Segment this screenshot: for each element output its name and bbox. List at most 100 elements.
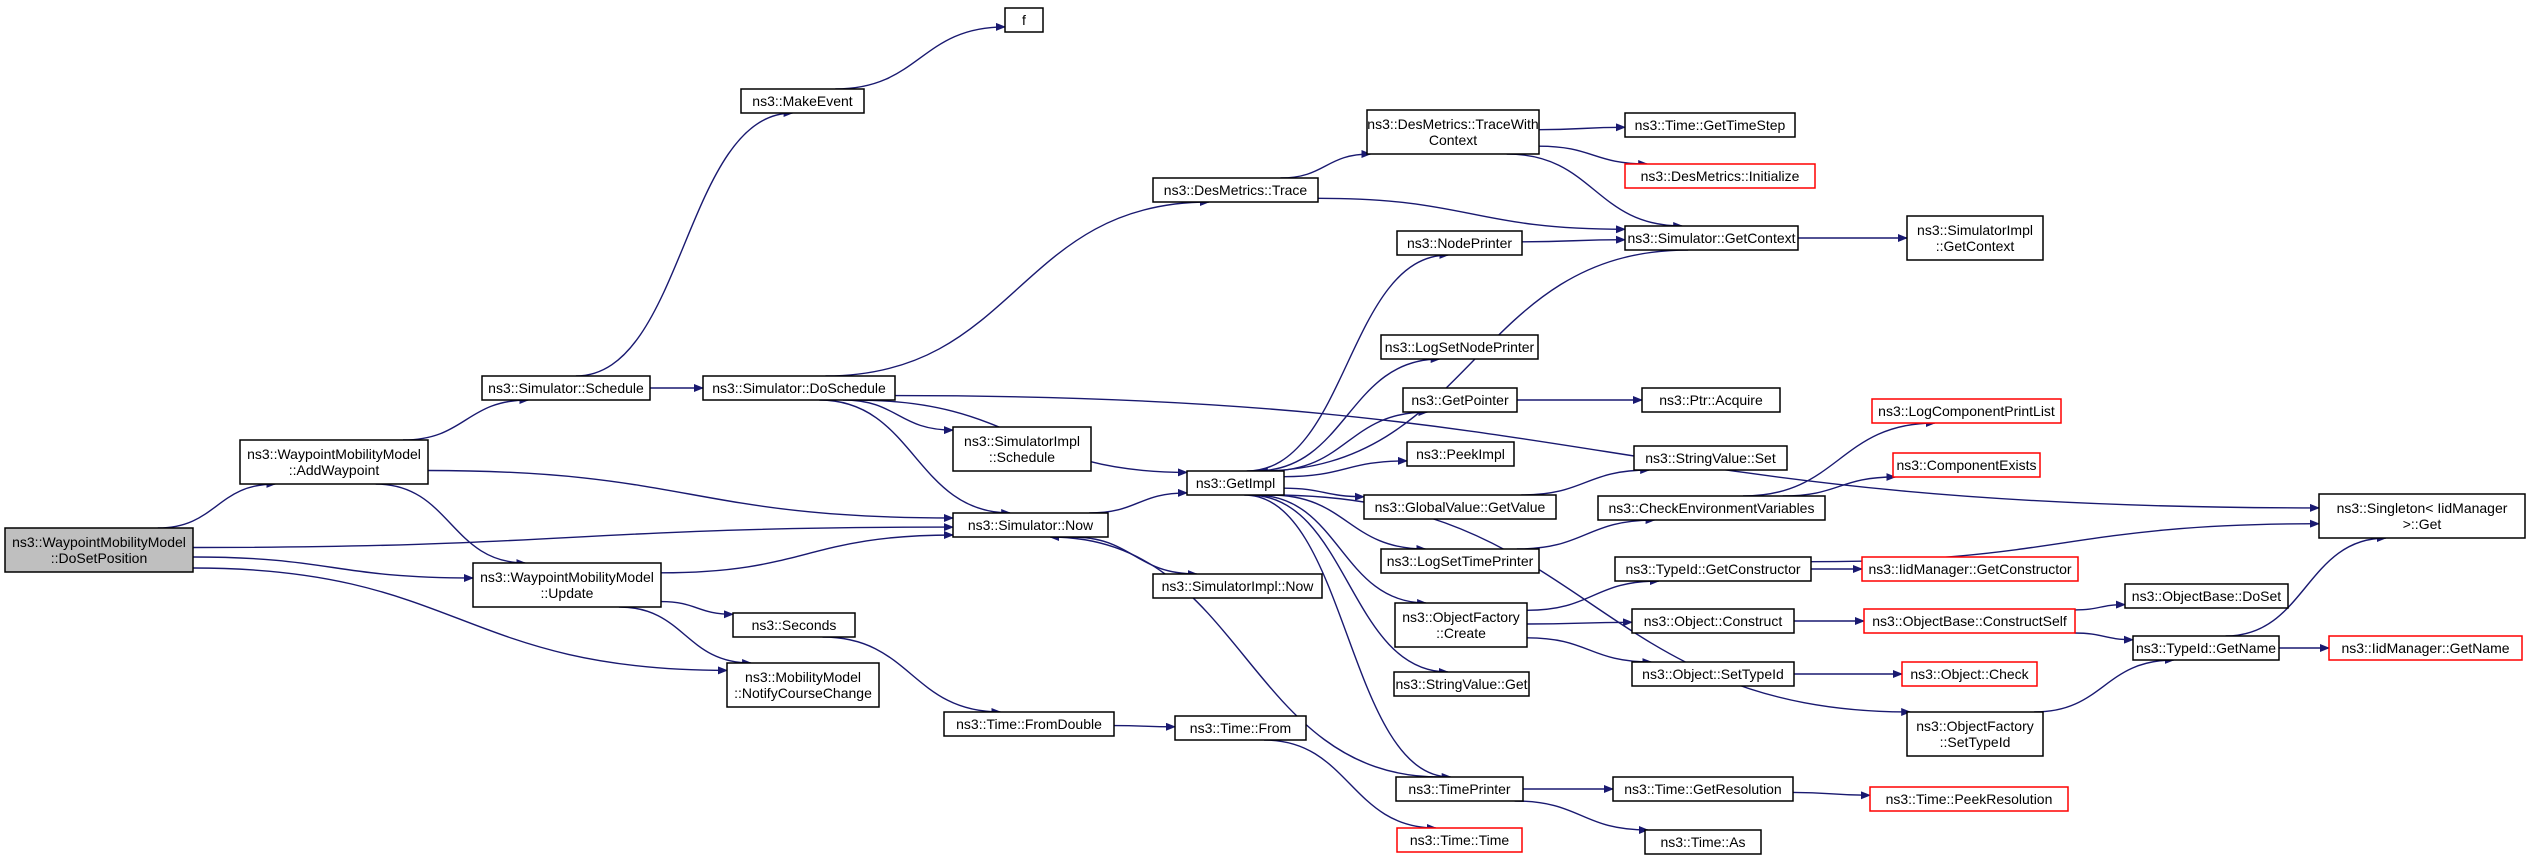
node-des-trace[interactable]: ns3::DesMetrics::Trace (1152, 177, 1319, 203)
node-label: ns3::Time::FromDouble (956, 716, 1102, 732)
node-box (1631, 661, 1795, 687)
edge-trace-with-context-to-get-context (1506, 153, 1684, 230)
node-get-time-step[interactable]: ns3::Time::GetTimeStep (1624, 112, 1796, 138)
node-of-set-type-id[interactable]: ns3::ObjectFactory::SetTypeId (1906, 711, 2044, 757)
node-node-printer[interactable]: ns3::NodePrinter (1396, 230, 1523, 256)
node-box (1644, 829, 1762, 855)
node-log-set-time-printer[interactable]: ns3::LogSetTimePrinter (1380, 548, 1540, 574)
edge-update-to-notify-course (618, 606, 753, 667)
node-box (1892, 452, 2041, 478)
node-obj-check[interactable]: ns3::Object::Check (1901, 661, 2038, 687)
edge-get-impl-to-get-pointer (1267, 408, 1429, 472)
node-log-set-node-printer[interactable]: ns3::LogSetNodePrinter (1380, 334, 1539, 360)
node-comp-exists[interactable]: ns3::ComponentExists (1892, 452, 2041, 478)
node-box (732, 612, 856, 638)
node-from-double[interactable]: ns3::Time::FromDouble (943, 711, 1115, 737)
node-update[interactable]: ns3::WaypointMobilityModel::Update (472, 562, 662, 608)
edge-root-to-update (192, 556, 474, 582)
node-seconds[interactable]: ns3::Seconds (732, 612, 856, 638)
node-box (1152, 177, 1319, 203)
node-do-schedule[interactable]: ns3::Simulator::DoSchedule (702, 375, 896, 401)
node-make-event[interactable]: ns3::MakeEvent (740, 88, 865, 114)
node-get-context[interactable]: ns3::Simulator::GetContext (1624, 225, 1799, 251)
node-label: ns3::Time::GetTimeStep (1635, 117, 1786, 133)
edge-layer (157, 22, 2387, 834)
node-label: ns3::WaypointMobilityModel (480, 569, 654, 585)
node-label: ns3::Time::Time (1410, 832, 1510, 848)
node-label: ns3::GlobalValue::GetValue (1375, 499, 1546, 515)
node-box (1614, 556, 1812, 582)
node-sv-get[interactable]: ns3::StringValue::Get (1393, 671, 1530, 697)
node-of-create[interactable]: ns3::ObjectFactory::Create (1394, 602, 1528, 648)
node-impl-schedule[interactable]: ns3::SimulatorImpl::Schedule (952, 426, 1092, 472)
node-add-waypoint[interactable]: ns3::WaypointMobilityModel::AddWaypoint (239, 439, 429, 485)
node-label: f (1022, 12, 1026, 28)
node-peek-impl[interactable]: ns3::PeekImpl (1406, 441, 1515, 467)
node-tid-get-ctor[interactable]: ns3::TypeId::GetConstructor (1614, 556, 1812, 582)
node-box (740, 88, 865, 114)
node-box (1633, 445, 1788, 471)
node-label: ns3::ComponentExists (1896, 457, 2036, 473)
node-box (1004, 7, 1044, 33)
node-box (4, 527, 194, 573)
node-ob-do-set[interactable]: ns3::ObjectBase::DoSet (2124, 583, 2289, 609)
node-sv-set[interactable]: ns3::StringValue::Set (1633, 445, 1788, 471)
node-sim-schedule[interactable]: ns3::Simulator::Schedule (481, 375, 651, 401)
node-iid-get-name[interactable]: ns3::IidManager::GetName (2328, 635, 2523, 661)
node-box (1174, 715, 1307, 741)
node-label: ns3::Seconds (752, 617, 837, 633)
node-obj-construct[interactable]: ns3::Object::Construct (1631, 608, 1795, 634)
node-obj-set-type-id[interactable]: ns3::Object::SetTypeId (1631, 661, 1795, 687)
node-time-time[interactable]: ns3::Time::Time (1396, 827, 1523, 853)
node-ob-construct-self[interactable]: ns3::ObjectBase::ConstructSelf (1863, 608, 2076, 634)
node-box (1612, 776, 1794, 802)
node-box (1871, 398, 2062, 424)
edge-add-waypoint-to-sim-now (427, 469, 954, 522)
node-time-printer[interactable]: ns3::TimePrinter (1395, 776, 1524, 802)
edge-get-impl-to-node-printer (1246, 251, 1450, 472)
node-peek-resolution[interactable]: ns3::Time::PeekResolution (1869, 786, 2069, 812)
node-sim-now[interactable]: ns3::Simulator::Now (952, 512, 1109, 538)
node-impl-now[interactable]: ns3::SimulatorImpl::Now (1152, 573, 1323, 599)
node-time-as[interactable]: ns3::Time::As (1644, 829, 1762, 855)
node-get-resolution[interactable]: ns3::Time::GetResolution (1612, 776, 1794, 802)
node-box (1863, 608, 2076, 634)
node-label: ns3::TimePrinter (1408, 781, 1511, 797)
node-log-comp-print[interactable]: ns3::LogComponentPrintList (1871, 398, 2062, 424)
node-gv-get-value[interactable]: ns3::GlobalValue::GetValue (1363, 494, 1557, 520)
node-label: ns3::SimulatorImpl::Now (1162, 578, 1315, 594)
node-impl-get-context[interactable]: ns3::SimulatorImpl::GetContext (1906, 215, 2044, 261)
node-singleton-get[interactable]: ns3::Singleton< IidManager>::Get (2318, 493, 2526, 539)
node-ptr-acquire[interactable]: ns3::Ptr::Acquire (1641, 387, 1781, 413)
node-box (952, 426, 1092, 472)
edge-root-to-add-waypoint (157, 480, 277, 529)
edge-of-set-type-id-to-tid-get-name (2034, 656, 2175, 713)
node-des-init[interactable]: ns3::DesMetrics::Initialize (1624, 163, 1816, 189)
node-get-pointer[interactable]: ns3::GetPointer (1402, 387, 1518, 413)
node-box (1624, 225, 1799, 251)
node-label: ns3::MobilityModel (745, 669, 861, 685)
node-label: ::NotifyCourseChange (734, 685, 872, 701)
node-check-env[interactable]: ns3::CheckEnvironmentVariables (1597, 495, 1826, 521)
node-box (2132, 635, 2280, 661)
node-label: ::Create (1436, 625, 1486, 641)
edge-get-impl-to-log-set-node-printer (1255, 355, 1441, 472)
edge-gv-get-value-to-sv-set (1521, 466, 1651, 496)
edge-time-printer-to-sim-now (1049, 533, 1441, 778)
edge-tid-get-name-to-singleton-get (2225, 534, 2387, 637)
node-get-impl[interactable]: ns3::GetImpl (1186, 470, 1285, 496)
node-label: ns3::Singleton< IidManager (2337, 500, 2508, 516)
node-root[interactable]: ns3::WaypointMobilityModel::DoSetPositio… (4, 527, 194, 573)
edge-des-trace-to-get-context (1317, 197, 1626, 234)
node-box (943, 711, 1115, 737)
node-iid-get-ctor[interactable]: ns3::IidManager::GetConstructor (1861, 556, 2079, 582)
node-f[interactable]: f (1004, 7, 1044, 33)
node-box (2328, 635, 2523, 661)
node-box (1396, 827, 1523, 853)
node-time-from[interactable]: ns3::Time::From (1174, 715, 1307, 741)
node-tid-get-name[interactable]: ns3::TypeId::GetName (2132, 635, 2280, 661)
node-notify-course[interactable]: ns3::MobilityModel::NotifyCourseChange (726, 662, 880, 708)
node-label: ns3::ObjectBase::DoSet (2132, 588, 2282, 604)
